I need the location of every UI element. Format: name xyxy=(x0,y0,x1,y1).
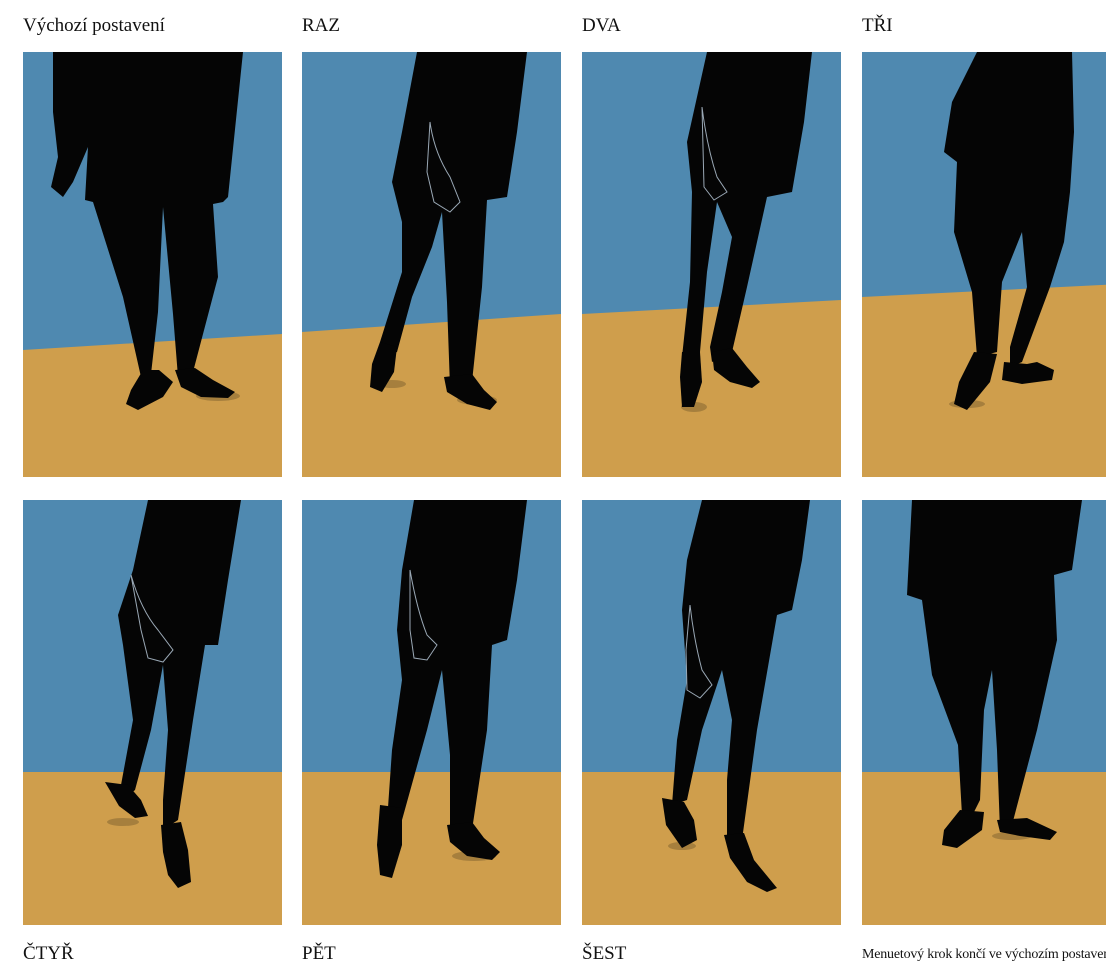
step-illustration-start xyxy=(23,52,282,477)
step-illustration-five xyxy=(302,500,561,925)
step-label-six: ŠEST xyxy=(582,943,626,965)
step-illustration-two xyxy=(582,52,841,477)
step-label-three: TŘI xyxy=(862,15,893,37)
step-label-start: Výchozí postavení xyxy=(23,15,165,37)
step-illustration-four xyxy=(23,500,282,925)
step-illustration-six xyxy=(582,500,841,925)
step-label-final: Menuetový krok končí ve výchozím postave… xyxy=(862,944,1106,966)
step-label-four: ČTYŘ xyxy=(23,943,74,965)
step-illustration-one xyxy=(302,52,561,477)
step-label-five: PĚT xyxy=(302,943,336,965)
step-label-two: DVA xyxy=(582,15,621,37)
step-label-one: RAZ xyxy=(302,15,340,37)
step-illustration-three xyxy=(862,52,1106,477)
step-illustration-final xyxy=(862,500,1106,925)
